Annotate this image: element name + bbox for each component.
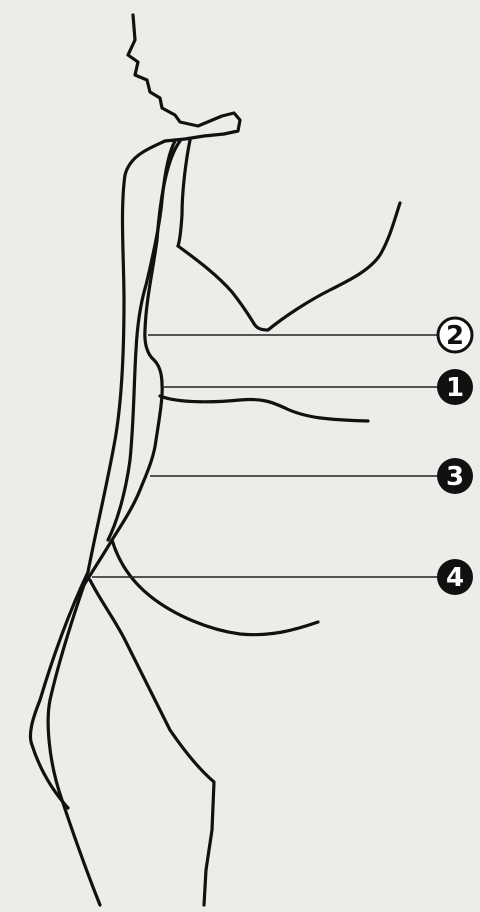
marker-3-label: 3: [446, 462, 464, 492]
arm-inner-line: [108, 141, 175, 540]
marker-4-label: 4: [446, 563, 464, 593]
marker-3: 3: [437, 458, 473, 494]
shoulder-strap-line: [178, 140, 190, 246]
abdomen-curve-line: [112, 540, 318, 635]
underbust-line: [160, 396, 368, 421]
marker-4: 4: [437, 559, 473, 595]
marker-2: 2: [438, 318, 472, 352]
face-profile-line: [128, 15, 240, 141]
marker-1-label: 1: [446, 373, 464, 403]
bust-curve-line: [178, 203, 400, 330]
body-outline: [30, 15, 400, 905]
marker-1: 1: [437, 369, 473, 405]
front-thigh-line: [90, 580, 214, 905]
marker-2-label: 2: [446, 321, 464, 351]
